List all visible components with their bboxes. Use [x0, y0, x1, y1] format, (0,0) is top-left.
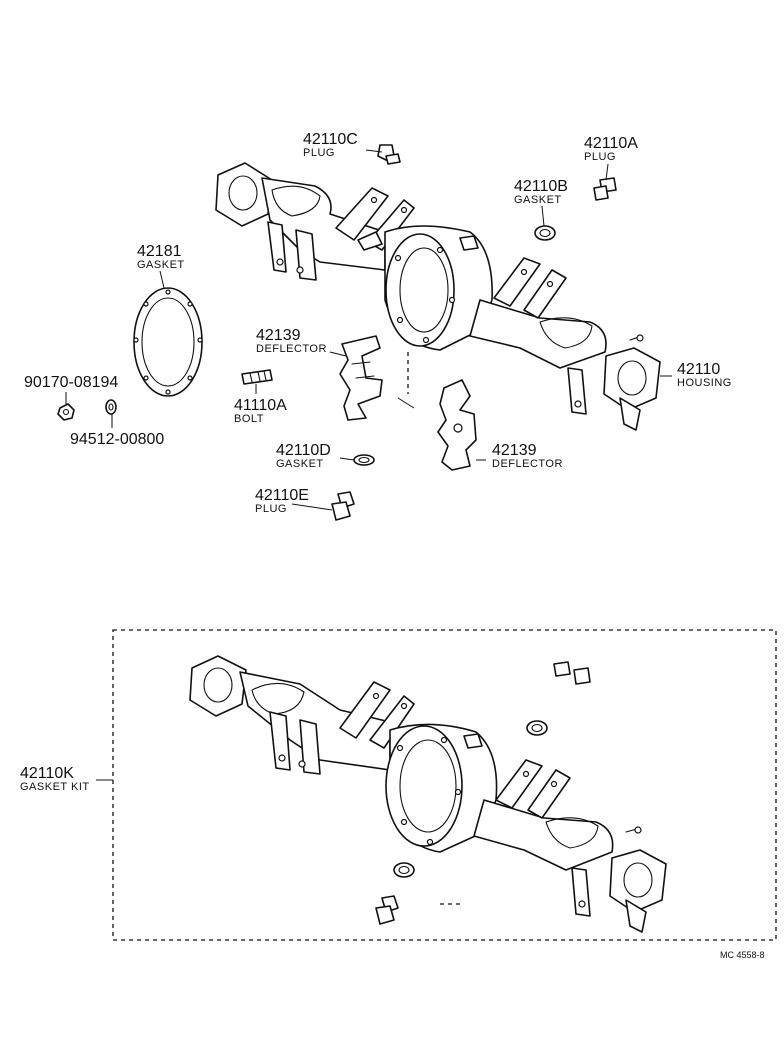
callout-42110d-number: 42110D — [276, 442, 331, 459]
nut-90170-08194-part — [57, 403, 75, 421]
callout-94512-00800-number: 94512-00800 — [70, 431, 164, 448]
callout-42110c-desc: PLUG — [303, 147, 335, 159]
callout-42110e-desc: PLUG — [255, 503, 287, 515]
axle-housing-drawing — [215, 162, 661, 431]
callout-42110-desc: HOUSING — [677, 377, 732, 389]
callout-42139-lower-desc: DEFLECTOR — [492, 458, 563, 470]
callout-42110c: 42110C PLUG — [303, 131, 358, 159]
callout-42139-lower: 42139 DEFLECTOR — [492, 442, 563, 470]
callout-42110b-desc: GASKET — [514, 194, 562, 206]
callout-42110b-number: 42110B — [514, 178, 568, 195]
leader-lines — [65, 149, 672, 511]
callout-42110k: 42110K GASKET KIT — [20, 765, 90, 793]
callout-42110a: 42110A PLUG — [584, 135, 638, 163]
callout-42110k-desc: GASKET KIT — [20, 781, 90, 793]
callout-42110-number: 42110 — [677, 361, 720, 378]
callout-42181: 42181 GASKET — [137, 243, 185, 271]
deflector-42139-upper-part — [339, 335, 383, 421]
callout-42139-upper-number: 42139 — [256, 327, 301, 344]
callout-42110a-number: 42110A — [584, 135, 638, 152]
callout-42110k-number: 42110K — [20, 765, 74, 782]
callout-42110e-number: 42110E — [255, 487, 309, 504]
gasket-kit-housing-drawing — [189, 655, 667, 933]
callout-42110c-number: 42110C — [303, 131, 358, 148]
washer-94512-00800-part — [105, 399, 117, 415]
callout-94512-00800: 94512-00800 — [70, 431, 164, 448]
footer-code: MC 4558-8 — [720, 950, 765, 960]
plug-42110a-part — [593, 177, 617, 201]
callout-42110d: 42110D GASKET — [276, 442, 331, 470]
callout-42181-number: 42181 — [137, 243, 182, 260]
callout-42110d-desc: GASKET — [276, 458, 324, 470]
bolt-41110a-part — [241, 369, 273, 385]
callout-42139-upper: 42139 DEFLECTOR — [256, 327, 327, 355]
callout-41110a-number: 41110A — [234, 397, 287, 414]
callout-42139-lower-number: 42139 — [492, 442, 537, 459]
callout-90170-08194-number: 90170-08194 — [24, 374, 118, 391]
plug-42110c-part — [377, 144, 401, 165]
gasket-42110b-part — [534, 225, 556, 241]
gasket-42181-part — [133, 287, 203, 397]
callout-42139-upper-desc: DEFLECTOR — [256, 343, 327, 355]
deflector-42139-lower-part — [437, 379, 477, 471]
callout-41110a: 41110A BOLT — [234, 397, 287, 425]
callout-42110e: 42110E PLUG — [255, 487, 309, 515]
plug-42110e-part — [331, 491, 355, 521]
gasket-kit-box — [112, 629, 777, 941]
callout-41110a-desc: BOLT — [234, 413, 264, 425]
callout-42110b: 42110B GASKET — [514, 178, 568, 206]
callout-42110a-desc: PLUG — [584, 151, 616, 163]
gasket-kit-small-parts — [375, 661, 591, 925]
callout-42110: 42110 HOUSING — [677, 361, 732, 389]
callout-90170-08194: 90170-08194 — [24, 374, 118, 391]
gasket-42110d-part — [353, 454, 375, 466]
callout-42181-desc: GASKET — [137, 259, 185, 271]
